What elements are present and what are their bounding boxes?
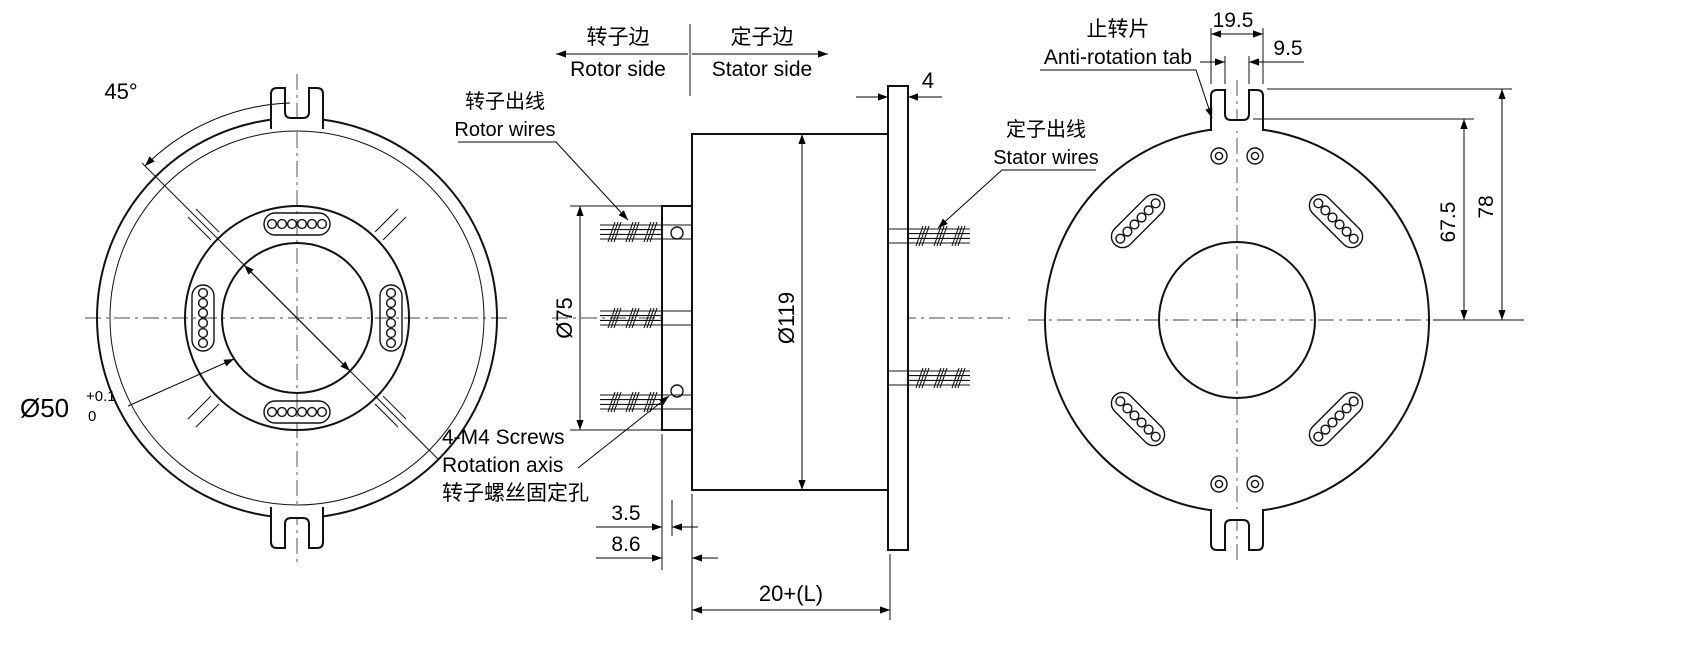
wire-hole-cluster-ne	[1304, 189, 1368, 253]
stator-wire-bundle-1	[907, 225, 971, 247]
dim-body-od-text: Ø119	[774, 292, 799, 344]
bore-tolerance-upper: +0.1	[86, 388, 116, 405]
angle-arc	[144, 102, 291, 167]
stator-wires-label-en: Stator wires	[993, 147, 1099, 169]
dim-rotor-flange-od-text: Ø75	[552, 297, 577, 339]
stator-side-label-en: Stator side	[712, 58, 812, 81]
dim-slot-width: 9.5	[1200, 37, 1304, 84]
dim-flange-thickness-text: 4	[922, 68, 934, 93]
anti-rotation-label-zh: 止转片	[1087, 18, 1150, 41]
bore-label: Ø50	[20, 393, 69, 423]
tab-screw-top-left	[1210, 147, 1228, 165]
dim-flange-thickness: 4	[856, 68, 942, 101]
rotor-wire-bundle-1	[599, 221, 663, 243]
anti-rotation-leader	[1040, 69, 1213, 119]
screws-leader	[577, 395, 670, 469]
wire-hole-cluster-nw	[1106, 189, 1170, 253]
dim-67-5-text: 67.5	[1437, 202, 1460, 243]
bore-circle	[1158, 241, 1316, 399]
front-view-rotor-side: 45° Ø50 +0.1 0	[20, 74, 510, 562]
wire-pass-through-lines	[662, 224, 908, 410]
dim-slot-width-text: 9.5	[1273, 37, 1302, 60]
wire-hole-cluster-sw	[1106, 387, 1170, 451]
dim-3-5-text: 3.5	[611, 502, 640, 525]
bore-tolerance-lower: 0	[88, 408, 96, 425]
side-header: 转子边 Rotor side 定子边 Stator side	[556, 24, 828, 96]
dim-78: 78	[1267, 88, 1512, 320]
rotor-screw-hole-top	[670, 226, 684, 240]
stator-wires-callout: 定子出线 Stator wires	[937, 118, 1099, 229]
rotor-wires-label-en: Rotor wires	[454, 119, 555, 141]
screws-label-line1: 4-M4 Screws	[442, 426, 565, 449]
stator-mounting-flange	[887, 85, 909, 551]
stator-side-label-zh: 定子边	[731, 26, 794, 49]
screws-label-line3: 转子螺丝固定孔	[442, 482, 589, 505]
rotor-screw-hole-bottom	[670, 384, 684, 398]
dim-tab-width-text: 19.5	[1213, 9, 1254, 32]
dim-body-od: Ø119	[774, 134, 806, 490]
rotor-wires-callout: 转子出线 Rotor wires	[454, 90, 629, 221]
angle-label: 45°	[104, 79, 137, 104]
section-view: 转子边 Rotor side 定子边 Stator side 转子出线 Roto…	[442, 24, 1099, 620]
dim-78-text: 78	[1475, 195, 1498, 218]
screws-label-line2: Rotation axis	[442, 454, 563, 477]
angle-dimension-45: 45°	[104, 79, 439, 460]
dim-8-6-text: 8.6	[611, 533, 640, 556]
dim-tab-width: 19.5	[1210, 9, 1264, 84]
tab-screw-bottom-left	[1210, 475, 1228, 493]
stator-wires-leader	[937, 169, 1096, 229]
tab-screw-top-right	[1246, 147, 1264, 165]
housing-circle	[109, 130, 485, 506]
rotor-side-label-en: Rotor side	[570, 58, 666, 81]
bore-leader	[127, 358, 235, 407]
rotor-side-label-zh: 转子边	[587, 26, 650, 49]
rear-view-stator-side: 止转片 Anti-rotation tab 19.5 9.5 67.5	[1028, 9, 1524, 560]
stator-wires-label-zh: 定子出线	[1006, 118, 1086, 141]
anti-rotation-callout: 止转片 Anti-rotation tab	[1040, 18, 1213, 119]
anti-rotation-label-en: Anti-rotation tab	[1044, 46, 1192, 69]
rotor-flange	[661, 205, 693, 431]
bore-circle	[221, 242, 373, 394]
stator-body	[691, 133, 889, 491]
rotor-wires-leader	[458, 141, 629, 221]
dim-rotor-offsets: 3.5 8.6	[596, 434, 718, 620]
dim-rotor-flange-od: Ø75	[552, 205, 662, 431]
wire-hole-cluster-se	[1304, 387, 1368, 451]
rotor-flange-circle	[184, 205, 410, 431]
bore-dimension: Ø50 +0.1 0	[20, 358, 235, 425]
spoke-marks	[187, 208, 407, 428]
dim-67-5: 67.5	[1253, 118, 1524, 321]
rotor-wires-label-zh: 转子出线	[465, 90, 545, 113]
dim-length-text: 20+(L)	[759, 581, 823, 606]
screws-callout: 4-M4 Screws Rotation axis 转子螺丝固定孔	[442, 395, 670, 505]
tab-screw-bottom-right	[1246, 475, 1264, 493]
stator-wire-bundle-2	[907, 367, 971, 389]
dim-length: 20+(L)	[692, 554, 891, 620]
